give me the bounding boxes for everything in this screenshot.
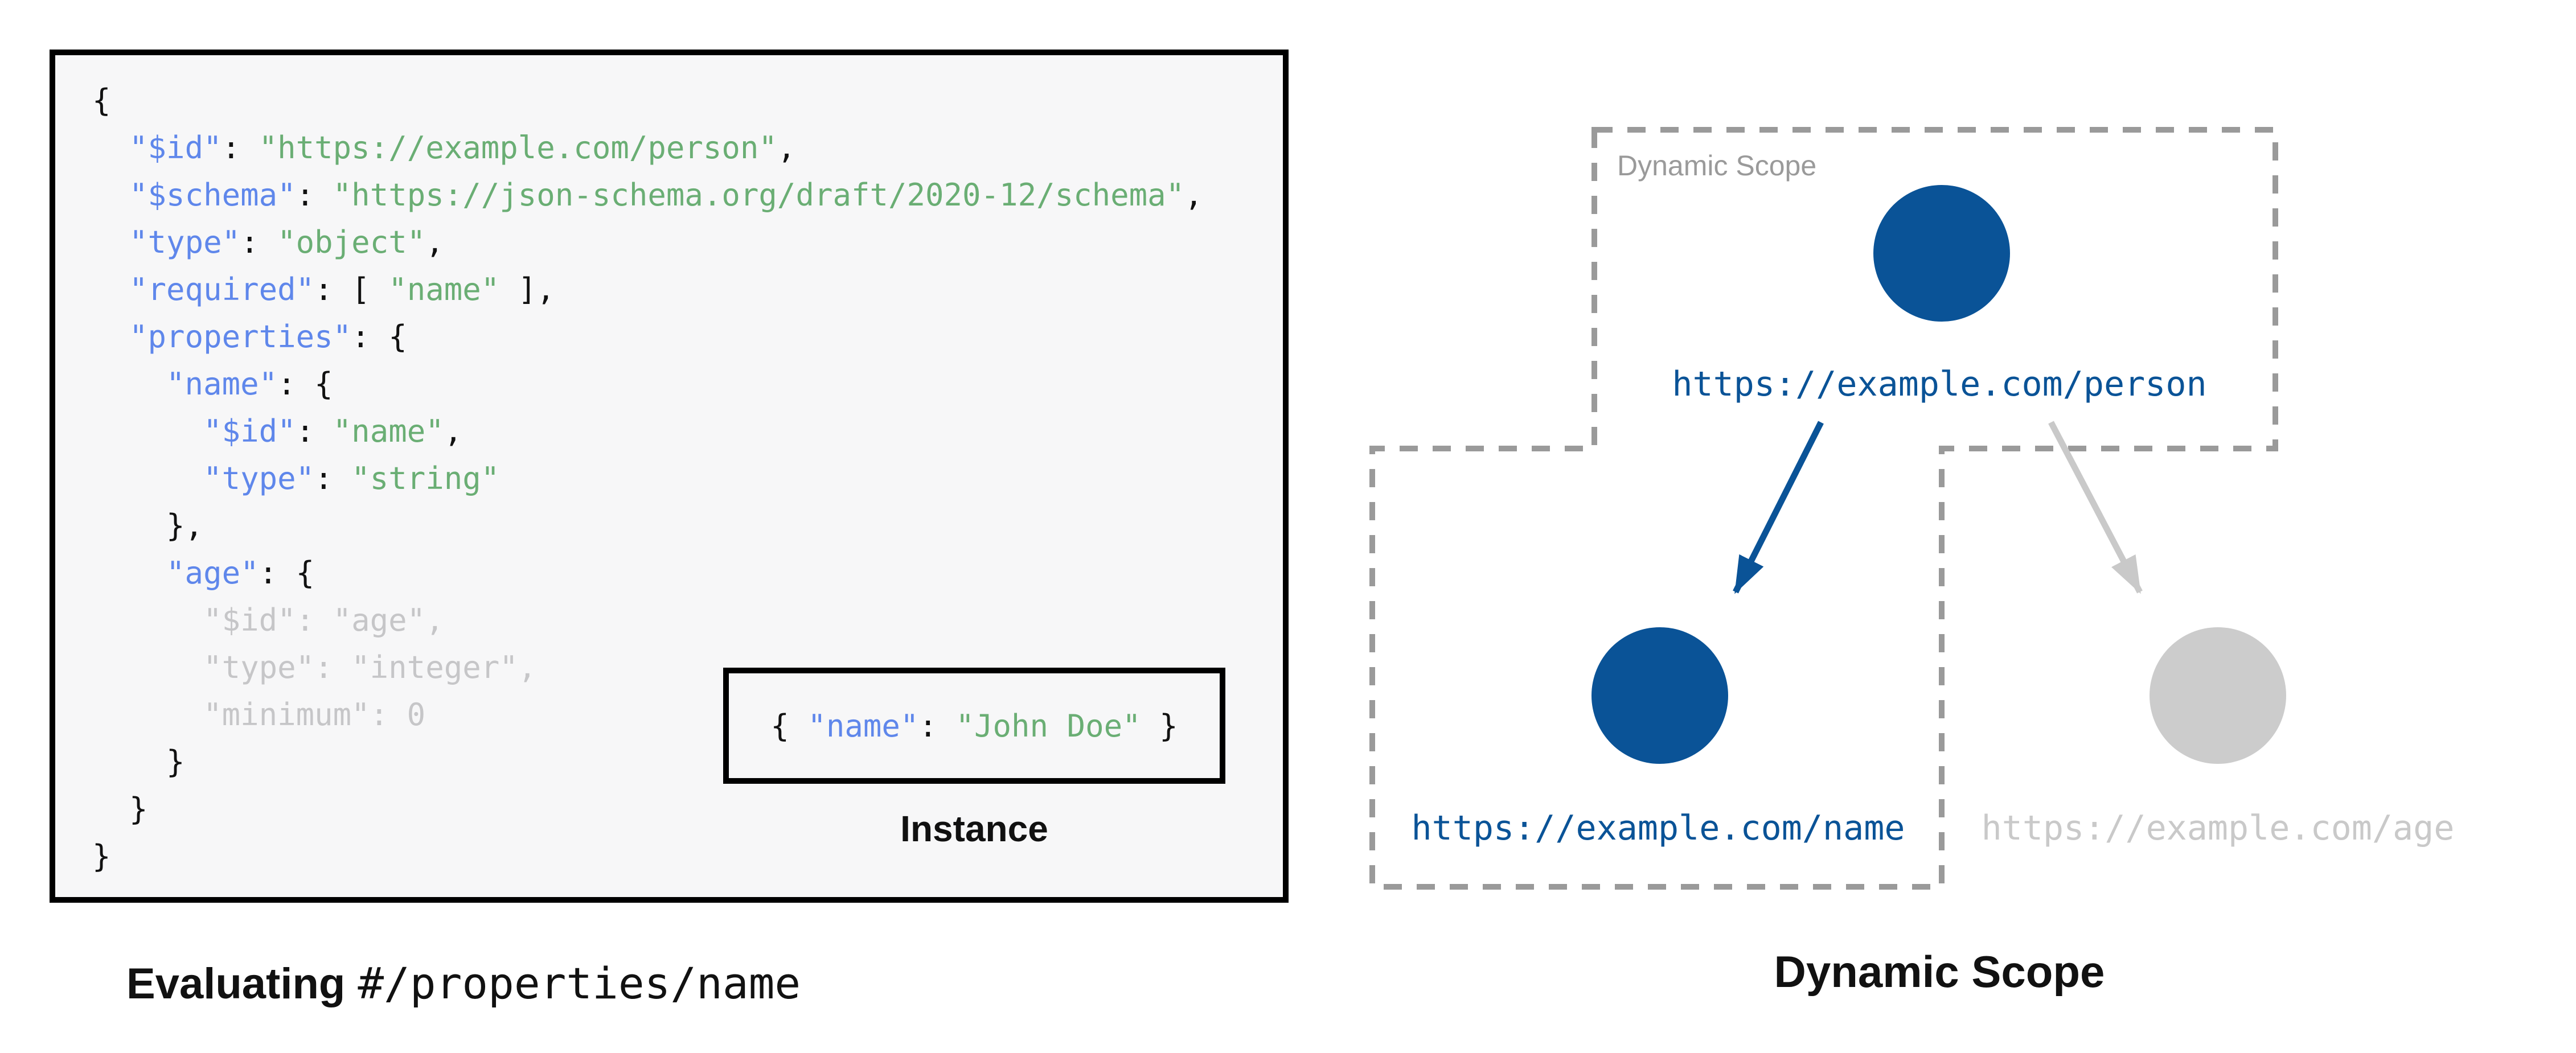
code-token: : xyxy=(221,130,259,166)
code-token: } xyxy=(1141,708,1178,744)
code-token: "name" xyxy=(333,413,444,449)
code-line: } xyxy=(92,785,1203,833)
code-token: "$id" xyxy=(203,413,296,449)
age-node xyxy=(2150,627,2286,764)
code-token xyxy=(92,460,203,496)
code-token: "type": "integer", xyxy=(92,649,537,685)
scope-region-label: Dynamic Scope xyxy=(1617,150,1816,182)
code-line: } xyxy=(92,833,1203,880)
code-line: }, xyxy=(92,502,1203,549)
code-token xyxy=(92,130,129,166)
code-line: "$id": "https://example.com/person", xyxy=(92,124,1203,171)
code-token: "required" xyxy=(129,272,315,307)
dynamic-scope-region-outline xyxy=(1369,127,2278,890)
age-node-label: https://example.com/age xyxy=(1982,808,2455,848)
code-token: : { xyxy=(277,366,333,402)
ref-arrow-age xyxy=(2048,421,2143,594)
code-token: "$id" xyxy=(129,130,222,166)
code-token: "minimum": 0 xyxy=(92,697,426,733)
instance-code: { "name": "John Doe" } xyxy=(770,708,1178,744)
code-line: "age": { xyxy=(92,549,1203,597)
code-token: "https://example.com/person" xyxy=(259,130,777,166)
code-token: "John Doe" xyxy=(955,708,1141,744)
code-token: : { xyxy=(259,555,315,591)
code-token xyxy=(92,366,166,402)
person-node xyxy=(1873,185,2010,322)
code-token: }, xyxy=(92,508,204,544)
instance-box: { "name": "John Doe" } xyxy=(723,668,1225,784)
code-token: "$schema" xyxy=(129,177,296,213)
code-token: "name" xyxy=(166,366,278,402)
evaluating-caption-bold: Evaluating xyxy=(126,960,346,1008)
code-token: "name" xyxy=(807,708,919,744)
code-token: } xyxy=(92,838,111,874)
code-line: "minimum": 0 xyxy=(92,691,1203,738)
code-line: "name": { xyxy=(92,360,1203,408)
code-token: "properties" xyxy=(129,319,352,355)
code-token: , xyxy=(1184,177,1203,213)
code-line: } xyxy=(92,738,1203,785)
code-token: "type" xyxy=(203,460,315,496)
code-token: ], xyxy=(499,272,555,307)
name-node-label: https://example.com/name xyxy=(1412,808,1905,848)
code-line: "$id": "age", xyxy=(92,597,1203,644)
code-token: : [ xyxy=(314,272,389,307)
code-token: } xyxy=(92,744,185,780)
code-token xyxy=(92,319,129,355)
schema-panel: { "$id": "https://example.com/person", "… xyxy=(50,50,1289,903)
code-token: : xyxy=(296,177,333,213)
code-token: } xyxy=(92,791,148,827)
instance-label: Instance xyxy=(900,808,1048,849)
name-node xyxy=(1591,627,1728,764)
code-token xyxy=(92,413,203,449)
code-token: , xyxy=(425,224,444,260)
code-token xyxy=(92,555,166,591)
code-token: : { xyxy=(351,319,407,355)
code-token: : xyxy=(296,413,333,449)
ref-arrow-name xyxy=(1733,421,1824,594)
code-token: "type" xyxy=(129,224,241,260)
code-token: , xyxy=(444,413,463,449)
code-token: "$id": "age", xyxy=(92,602,444,638)
dynamic-scope-caption: Dynamic Scope xyxy=(1774,947,2105,997)
schema-code: { "$id": "https://example.com/person", "… xyxy=(92,77,1203,880)
code-token: : xyxy=(314,460,352,496)
code-line: "type": "string" xyxy=(92,455,1203,502)
code-line: "required": [ "name" ], xyxy=(92,266,1203,313)
code-token: "object" xyxy=(277,224,426,260)
code-line: "$schema": "https://json-schema.org/draf… xyxy=(92,171,1203,219)
dynamic-scope-diagram: Dynamic Scope https://example.com/person… xyxy=(1369,127,2455,890)
code-token xyxy=(92,224,129,260)
code-token: "string" xyxy=(351,460,500,496)
evaluating-caption-path: #/properties/name xyxy=(358,958,801,1009)
code-token: : xyxy=(240,224,278,260)
code-token: "age" xyxy=(166,555,259,591)
code-token xyxy=(92,272,129,307)
code-token: "https://json-schema.org/draft/2020-12/s… xyxy=(333,177,1185,213)
code-line: "properties": { xyxy=(92,313,1203,360)
code-line: "type": "object", xyxy=(92,219,1203,266)
code-token: { xyxy=(92,83,111,118)
code-token: : xyxy=(918,708,956,744)
code-token: { xyxy=(770,708,808,744)
code-line: { xyxy=(92,77,1203,124)
code-line: "type": "integer", xyxy=(92,644,1203,691)
code-token xyxy=(92,177,129,213)
evaluating-caption: Evaluating#/properties/name xyxy=(126,954,801,1014)
code-token: "name" xyxy=(388,272,500,307)
code-line: "$id": "name", xyxy=(92,408,1203,455)
person-node-label: https://example.com/person xyxy=(1672,364,2206,404)
code-token: , xyxy=(777,130,796,166)
